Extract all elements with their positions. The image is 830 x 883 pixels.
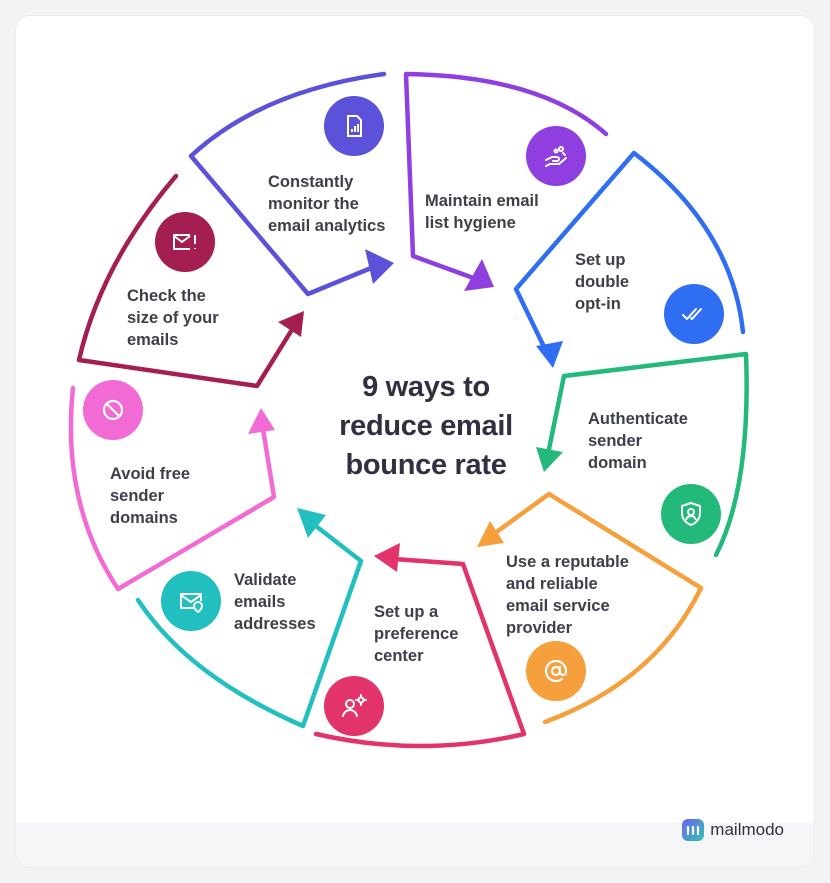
step-label-line: addresses (234, 615, 316, 633)
segment-optin (513, 150, 746, 354)
step-label-line: sender (110, 487, 165, 505)
footer-band (16, 823, 814, 867)
step-label-line: email analytics (268, 217, 386, 235)
step-label-line: Authenticate (588, 410, 688, 428)
analytics-report-icon (324, 96, 384, 156)
email-location-icon (161, 571, 221, 631)
segment-analytics (188, 71, 387, 297)
user-settings-icon (324, 676, 384, 736)
step-label-hygiene: Maintain email list hygiene (425, 190, 539, 234)
diagram-title: 9 ways to reduce email bounce rate (321, 368, 531, 485)
step-label-line: double (575, 273, 630, 291)
step-label-avoid: Avoid free sender domains (110, 463, 190, 529)
arrow-auth (536, 447, 563, 472)
step-label-line: Set up (575, 251, 626, 269)
shield-user-icon (661, 484, 721, 544)
step-label-optin: Set up double opt-in (575, 249, 629, 315)
step-label-line: preference (374, 625, 459, 643)
segment-avoid (68, 385, 277, 592)
step-label-auth: Authenticate sender domain (588, 408, 688, 474)
step-label-line: emails (127, 331, 179, 349)
email-alert-icon (155, 212, 215, 272)
clean-hands-icon (526, 126, 586, 186)
step-label-validate: Validate emails addresses (234, 569, 316, 635)
step-label-line: and reliable (506, 575, 598, 593)
block-icon (83, 380, 143, 440)
mailmodo-logo-icon (682, 819, 705, 841)
step-label-line: provider (506, 619, 573, 637)
arrow-optin (536, 341, 563, 368)
step-label-line: domains (110, 509, 178, 527)
step-label-line: domain (588, 454, 647, 472)
at-sign-icon (526, 641, 586, 701)
step-label-line: monitor the (268, 195, 359, 213)
segment-esp (488, 491, 704, 725)
step-label-line: sender (588, 432, 643, 450)
step-label-line: opt-in (575, 295, 621, 313)
segment-validate (135, 520, 364, 729)
step-label-line: list hygiene (425, 214, 516, 232)
step-label-line: email service (506, 597, 610, 615)
segment-auth (545, 351, 749, 558)
arrow-size (278, 311, 304, 337)
title-line: bounce rate (345, 449, 507, 481)
step-label-line: emails (234, 593, 286, 611)
segment-hygiene (403, 71, 609, 282)
title-line: reduce email (339, 410, 513, 442)
arrow-analytics (365, 249, 394, 284)
segment-size (76, 173, 296, 389)
step-label-line: Constantly (268, 173, 354, 191)
step-label-line: Use a reputable (506, 553, 629, 571)
brand-name: mailmodo (710, 820, 784, 839)
cycle-diagram (68, 71, 749, 749)
arrow-hygiene (464, 259, 494, 291)
arrow-validate (297, 508, 326, 538)
step-label-line: Avoid free (110, 465, 191, 483)
step-label-analytics: Constantly monitor the email analytics (268, 171, 385, 237)
title-line: 9 ways to (362, 371, 490, 403)
step-label-line: Validate (234, 571, 297, 589)
arrow-avoid (248, 408, 275, 434)
step-label-line: Set up a (374, 603, 439, 621)
step-label-line: Check the (127, 287, 206, 305)
step-label-line: center (374, 647, 424, 665)
segment-pref (313, 556, 527, 749)
step-label-line: Maintain email (425, 192, 539, 210)
arrow-esp (477, 521, 504, 547)
step-label-pref: Set up a preference center (374, 601, 458, 667)
step-label-line: size of your (127, 309, 219, 327)
double-check-icon (664, 284, 724, 344)
brand-logo: mailmodo (682, 819, 784, 841)
step-label-esp: Use a reputable and reliable email servi… (506, 551, 629, 639)
arrow-pref (374, 543, 400, 572)
step-label-size: Check the size of your emails (127, 285, 219, 351)
infographic-card: 9 ways to reduce email bounce rate Const… (16, 16, 814, 867)
